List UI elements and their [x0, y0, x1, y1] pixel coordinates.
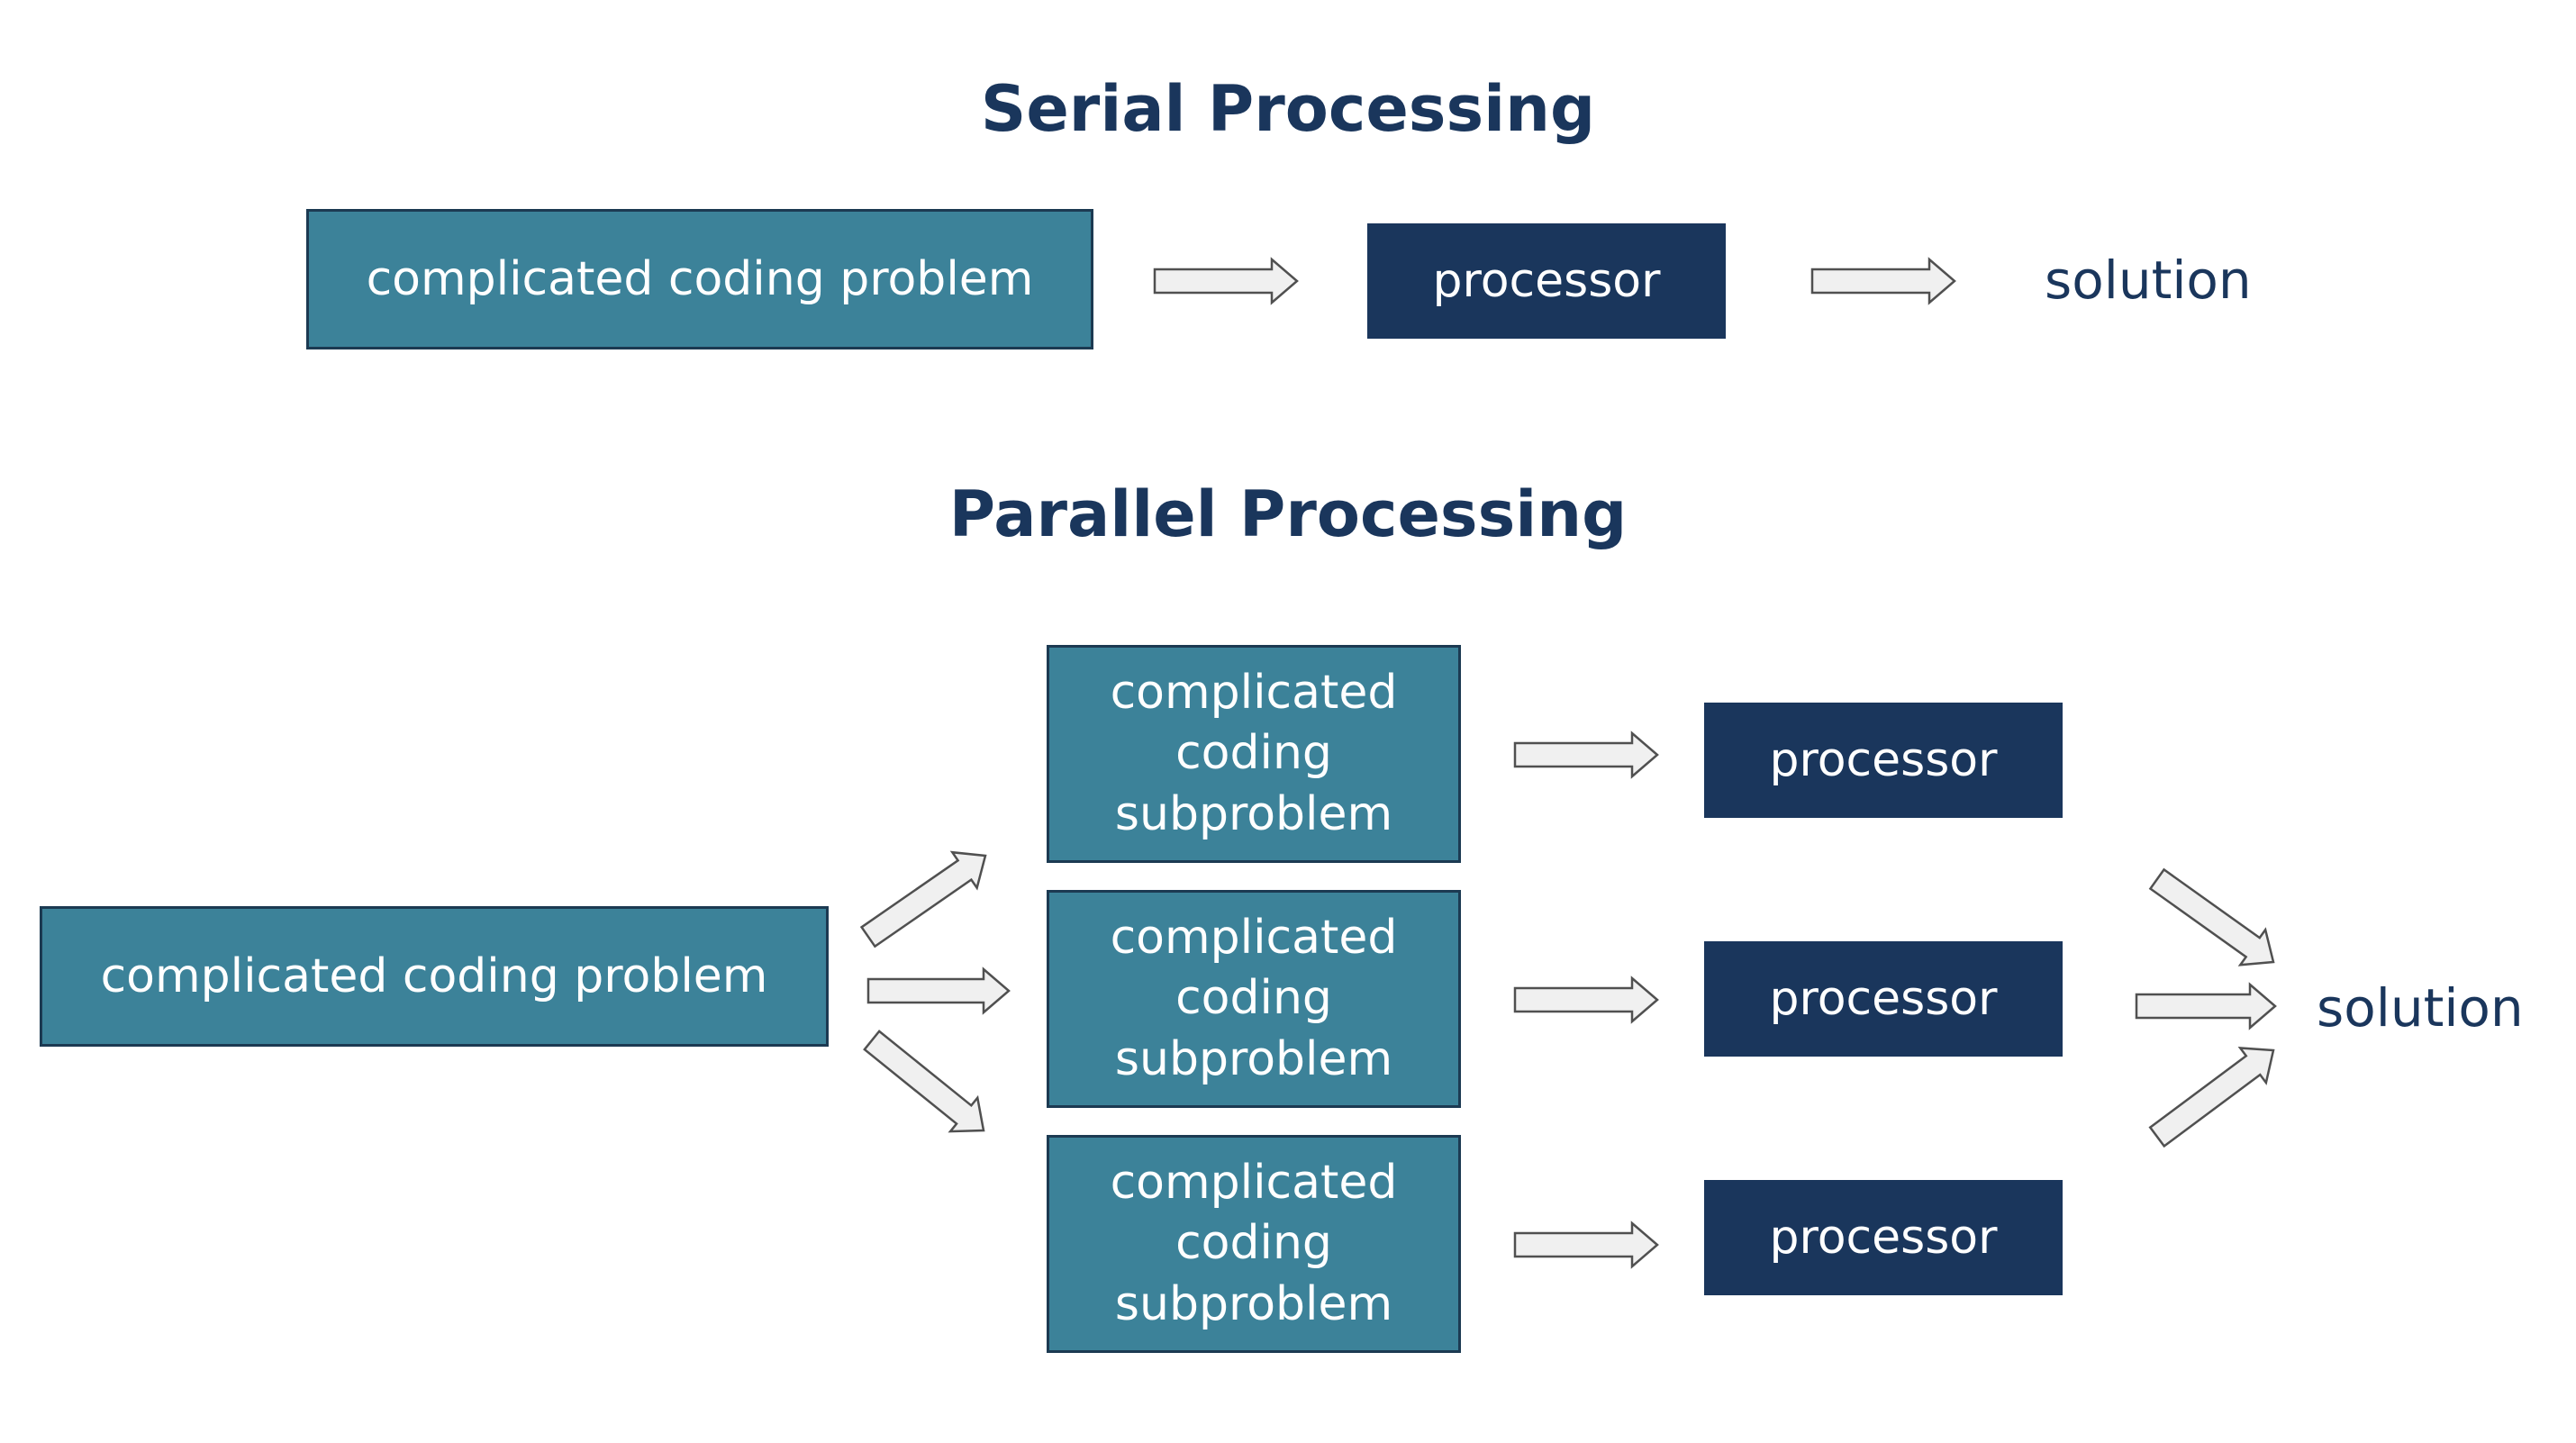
serial-arrow-to-processor-icon — [1153, 257, 1299, 305]
merge-arrow-middle-icon — [2135, 982, 2277, 1030]
arrow-to-processor-1-icon — [1513, 731, 1659, 779]
split-arrow-up-icon — [859, 850, 987, 948]
arrow-to-processor-2-icon — [1513, 976, 1659, 1024]
subproblem-box-1: complicated coding subproblem — [1047, 645, 1461, 863]
parallel-processor-box-1: processor — [1704, 703, 2063, 818]
subproblem-box-3: complicated coding subproblem — [1047, 1135, 1461, 1353]
parallel-processor-box-2: processor — [1704, 941, 2063, 1057]
arrow-to-processor-3-icon — [1513, 1221, 1659, 1269]
parallel-processor-label-1: processor — [1769, 733, 1998, 787]
subproblem-label-1: complicated coding subproblem — [1110, 665, 1398, 841]
subproblem-box-2: complicated coding subproblem — [1047, 890, 1461, 1108]
serial-problem-box: complicated coding problem — [306, 209, 1093, 349]
serial-processing-title: Serial Processing — [980, 72, 1596, 146]
parallel-processor-label-3: processor — [1769, 1211, 1998, 1265]
serial-arrow-to-solution-icon — [1810, 257, 1956, 305]
merge-arrow-down-icon — [2148, 867, 2275, 967]
parallel-problem-box: complicated coding problem — [40, 906, 829, 1047]
split-arrow-down-icon — [863, 1030, 985, 1133]
serial-solution-label: solution — [2045, 250, 2252, 311]
parallel-processor-box-3: processor — [1704, 1180, 2063, 1295]
parallel-processor-label-2: processor — [1769, 972, 1998, 1026]
serial-processor-label: processor — [1432, 254, 1661, 308]
merge-arrow-up-icon — [2148, 1047, 2275, 1148]
subproblem-label-2: complicated coding subproblem — [1110, 910, 1398, 1086]
parallel-processing-title: Parallel Processing — [948, 477, 1628, 551]
parallel-solution-label: solution — [2317, 977, 2524, 1039]
serial-problem-label: complicated coding problem — [366, 252, 1034, 306]
parallel-problem-label: complicated coding problem — [100, 949, 768, 1003]
serial-processor-box: processor — [1367, 223, 1726, 339]
subproblem-label-3: complicated coding subproblem — [1110, 1155, 1398, 1331]
split-arrow-middle-icon — [866, 967, 1011, 1015]
